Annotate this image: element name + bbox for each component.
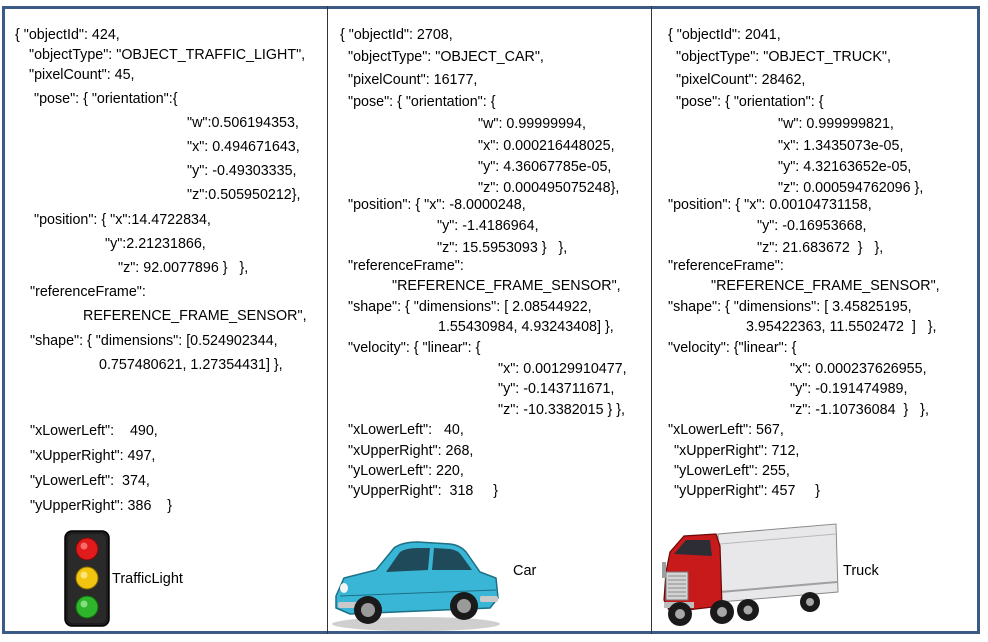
json-line: "z": 15.5953093 } }, bbox=[437, 240, 568, 256]
json-line: "yLowerLeft": 255, bbox=[674, 463, 790, 479]
json-line: "y": -0.16953668, bbox=[757, 218, 867, 234]
json-line: "velocity": { "linear": { bbox=[348, 340, 481, 356]
json-line: "yUpperRight": 318 } bbox=[348, 483, 499, 499]
json-line: "z": -1.10736084 } }, bbox=[790, 402, 929, 418]
json-line: "w": 0.99999994, bbox=[478, 116, 586, 132]
json-line: "referenceFrame": bbox=[30, 284, 146, 300]
column-divider-2 bbox=[651, 6, 652, 634]
column-divider-1 bbox=[327, 6, 328, 634]
json-line: 0.757480621, 1.27354431] }, bbox=[99, 357, 283, 373]
json-line: "y": -0.143711671, bbox=[498, 381, 615, 397]
json-line: "xUpperRight": 712, bbox=[674, 443, 800, 459]
json-line: "w": 0.999999821, bbox=[778, 116, 894, 132]
json-line: "objectType": "OBJECT_TRAFFIC_LIGHT", bbox=[29, 47, 306, 63]
json-line: "velocity": {"linear": { bbox=[668, 340, 797, 356]
json-line: "z": 0.000594762096 }, bbox=[778, 180, 924, 196]
json-line: 3.95422363, 11.5502472 ] }, bbox=[746, 319, 937, 335]
json-line: "pose": { "orientation": { bbox=[348, 94, 496, 110]
json-line: "x": 0.000216448025, bbox=[478, 138, 615, 154]
json-line: "yUpperRight": 386 } bbox=[30, 498, 173, 514]
json-line: "REFERENCE_FRAME_SENSOR", bbox=[711, 278, 940, 294]
json-line: "z": 0.000495075248}, bbox=[478, 180, 620, 196]
json-line: "y":2.21231866, bbox=[105, 236, 206, 252]
json-line: "y": -0.49303335, bbox=[187, 163, 297, 179]
caption-traffic-light: TrafficLight bbox=[112, 571, 183, 587]
json-line: "objectType": "OBJECT_TRUCK", bbox=[676, 49, 891, 65]
json-line: "z": 21.683672 } }, bbox=[757, 240, 884, 256]
json-line: "y": -0.191474989, bbox=[790, 381, 908, 397]
json-line: "pixelCount": 45, bbox=[29, 67, 135, 83]
json-line: "xUpperRight": 268, bbox=[348, 443, 474, 459]
json-line: "xUpperRight": 497, bbox=[30, 448, 156, 464]
json-line: "REFERENCE_FRAME_SENSOR", bbox=[392, 278, 621, 294]
json-line: "position": { "x":14.4722834, bbox=[34, 212, 211, 228]
json-line: REFERENCE_FRAME_SENSOR", bbox=[83, 308, 307, 324]
json-line: "yLowerLeft": 220, bbox=[348, 463, 464, 479]
json-line: "shape": { "dimensions": [ 2.08544922, bbox=[348, 299, 592, 315]
json-line: "shape": { "dimensions": [ 3.45825195, bbox=[668, 299, 912, 315]
json-line: "objectType": "OBJECT_CAR", bbox=[348, 49, 544, 65]
json-line: "x": 1.3435073e-05, bbox=[778, 138, 904, 154]
json-line: "position": { "x": -8.0000248, bbox=[348, 197, 526, 213]
caption-truck: Truck bbox=[843, 563, 879, 579]
json-line: "w":0.506194353, bbox=[187, 115, 299, 131]
json-line: "yUpperRight": 457 } bbox=[674, 483, 821, 499]
json-line: "x": 0.00129910477, bbox=[498, 361, 627, 377]
json-line: { "objectId": 2708, bbox=[340, 27, 453, 43]
json-line: "xLowerLeft": 567, bbox=[668, 422, 784, 438]
json-line: "y": 4.36067785e-05, bbox=[478, 159, 612, 175]
json-line: "referenceFrame": bbox=[668, 258, 784, 274]
json-line: "position": { "x": 0.00104731158, bbox=[668, 197, 872, 213]
json-line: "z": -10.3382015 } }, bbox=[498, 402, 626, 418]
json-line: 1.55430984, 4.93243408] }, bbox=[438, 319, 614, 335]
json-line: "z": 92.0077896 } }, bbox=[118, 260, 249, 276]
json-line: "z":0.505950212}, bbox=[187, 187, 301, 203]
json-line: "pose": { "orientation":{ bbox=[34, 91, 178, 107]
traffic-light-icon bbox=[64, 530, 110, 627]
json-line: "shape": { "dimensions": [0.524902344, bbox=[30, 333, 278, 349]
caption-car: Car bbox=[513, 563, 537, 579]
json-line: "pixelCount": 16177, bbox=[348, 72, 478, 88]
json-line: "xLowerLeft": 490, bbox=[30, 423, 158, 439]
json-line: "y": 4.32163652e-05, bbox=[778, 159, 912, 175]
car-icon bbox=[332, 541, 500, 631]
json-line: { "objectId": 424, bbox=[15, 27, 120, 43]
json-line: "x": 0.000237626955, bbox=[790, 361, 927, 377]
json-line: { "objectId": 2041, bbox=[668, 27, 781, 43]
json-line: "referenceFrame": bbox=[348, 258, 464, 274]
json-line: "x": 0.494671643, bbox=[187, 139, 300, 155]
json-line: "xLowerLeft": 40, bbox=[348, 422, 464, 438]
json-line: "yLowerLeft": 374, bbox=[30, 473, 150, 489]
truck-icon bbox=[662, 523, 839, 626]
json-line: "pixelCount": 28462, bbox=[676, 72, 806, 88]
json-line: "pose": { "orientation": { bbox=[676, 94, 824, 110]
json-line: "y": -1.4186964, bbox=[437, 218, 539, 234]
